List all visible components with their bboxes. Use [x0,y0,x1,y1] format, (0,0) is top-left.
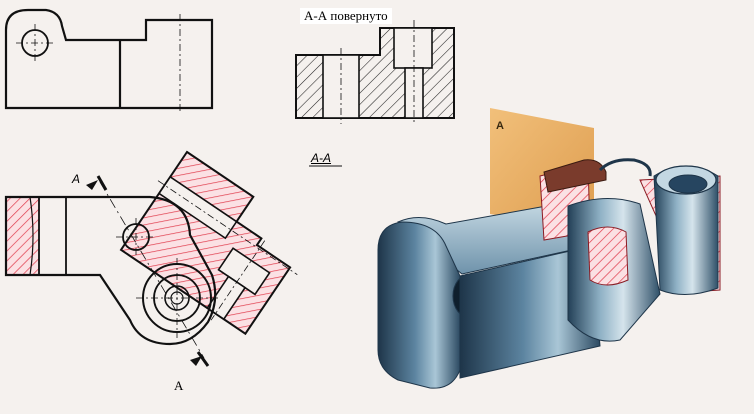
iso-base-front [459,245,601,379]
iso-boss-bore [668,174,708,194]
iso-slot-edge [598,158,652,177]
front-view [4,8,214,112]
isometric-part [370,108,724,410]
cutting-plane-line [99,181,205,359]
section-rotated-caption: А-А повернуто [300,8,392,24]
top-view-hatch [6,197,39,275]
iso-cylinder-section [587,226,629,286]
break-line [29,196,34,276]
cut-marker-bottom [196,351,210,367]
center-line [210,240,266,321]
section-counterbore [393,27,433,69]
top-view [4,175,218,367]
cut-marker-label-top: A [72,172,81,186]
section-aa-caption: A-A [311,151,332,165]
section-rotated-view [295,20,455,124]
cut-arrow-icon [86,180,98,190]
center-line [157,180,298,275]
top-view-outline [4,195,217,346]
section-aa-view [119,150,298,336]
cut-marker-top [96,175,108,191]
iso-block-top [543,159,607,193]
cut-marker-label-bottom: А [174,378,184,393]
cut-arrow-icon [190,356,202,366]
plane-label: A [496,120,504,132]
front-view-outline [4,8,214,110]
